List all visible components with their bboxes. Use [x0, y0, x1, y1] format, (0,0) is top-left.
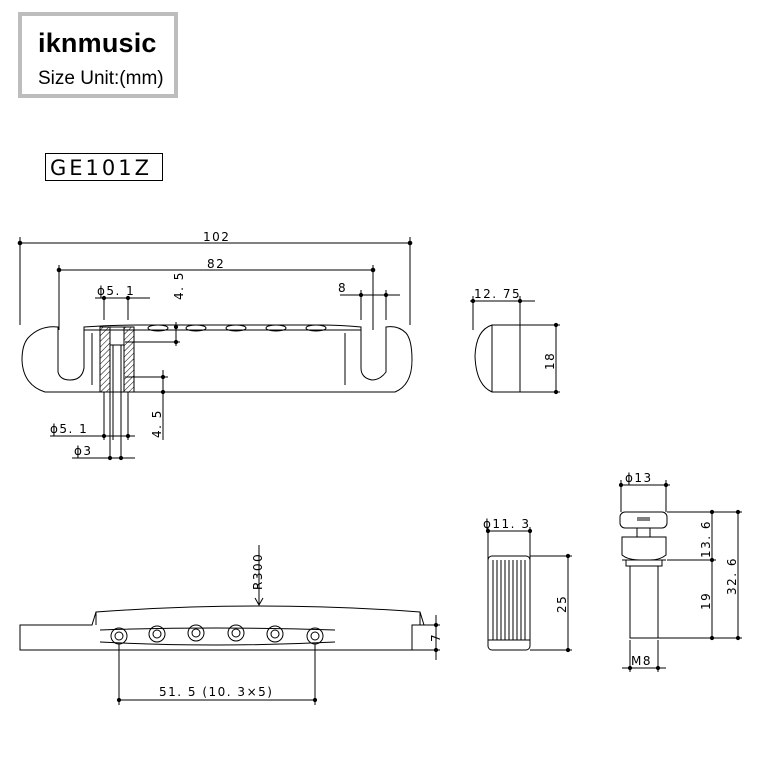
dim-post-hole-top: ϕ5. 1	[97, 284, 135, 298]
front-view	[19, 545, 440, 705]
dim-slot-width: 8	[338, 281, 347, 295]
dim-radius: R300	[251, 553, 265, 590]
brand-name: iknmusic	[38, 28, 157, 58]
top-view	[17, 237, 413, 461]
brand-box: iknmusic Size Unit:(mm)	[18, 12, 178, 98]
dim-bushing-height: 25	[555, 595, 569, 613]
size-unit-label: Size Unit:(mm)	[38, 68, 164, 89]
stud-view	[618, 480, 742, 672]
knurl-lines	[492, 560, 526, 640]
dim-stud-thread: M8	[631, 654, 652, 668]
dim-stud-hole: ϕ3	[74, 444, 93, 458]
dim-depth-top: 4. 5	[172, 271, 186, 300]
dimension-labels: 102 82 8 ϕ5. 1 4. 5 4. 5 ϕ5. 1 ϕ3 12. 75…	[50, 230, 739, 699]
dim-stud-total-height: 32. 6	[725, 557, 739, 595]
dim-side-height: 18	[543, 352, 557, 370]
dim-stud-head-height: 13. 6	[699, 520, 713, 558]
dim-depth-bottom: 4. 5	[150, 409, 164, 438]
dim-stud-head-dia: ϕ13	[625, 471, 653, 485]
model-label: GE101Z	[50, 156, 153, 180]
bushing-view	[485, 527, 572, 653]
dim-string-spacing: 51. 5 (10. 3×5)	[159, 685, 273, 699]
dim-stud-thread-length: 19	[699, 592, 713, 610]
dim-bushing-dia: ϕ11. 3	[483, 517, 530, 531]
dim-post-spacing: 82	[207, 257, 225, 271]
dim-post-hole-bottom: ϕ5. 1	[50, 422, 88, 436]
dim-bridge-height: 7	[429, 633, 443, 642]
side-view	[470, 296, 560, 395]
model-label-box: GE101Z	[45, 153, 163, 181]
dim-overall-length: 102	[203, 230, 230, 244]
dim-side-width: 12. 75	[474, 287, 521, 301]
